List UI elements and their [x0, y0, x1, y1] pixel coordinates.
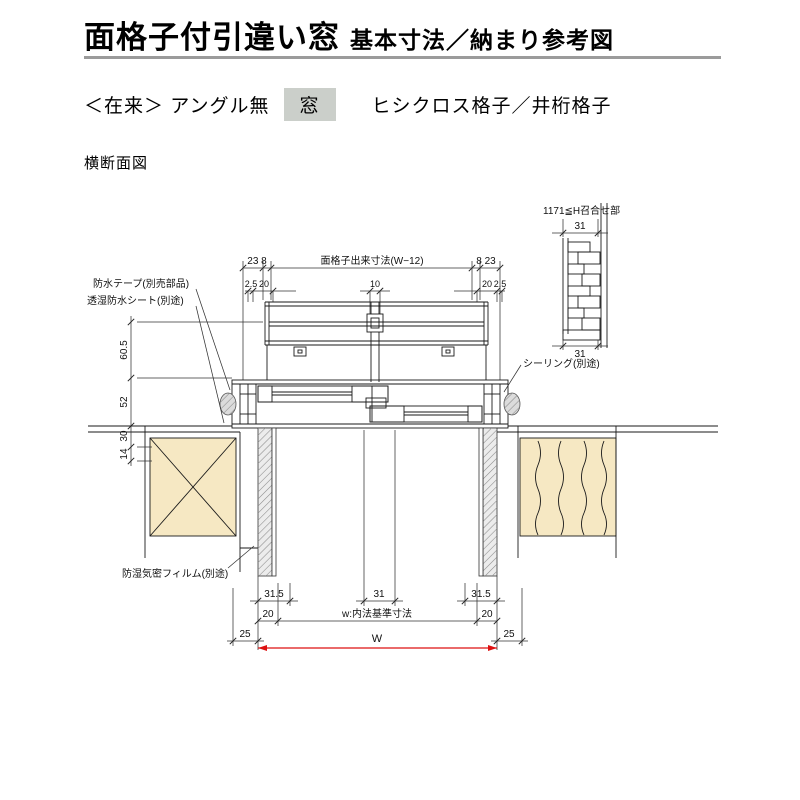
page-title-sub: 基本寸法／納まり参考図 [350, 27, 614, 53]
dim-14: 14 [119, 448, 130, 460]
dim-bottom-31-5-right: 31.5 [471, 589, 491, 600]
dim-bottom-20-left: 20 [262, 609, 274, 620]
dim-bottom-31-5-left: 31.5 [264, 589, 284, 600]
dim-width-w: W [372, 633, 383, 645]
dim-52: 52 [119, 396, 130, 408]
dim-center-10: 10 [370, 279, 380, 289]
dim-top-left-pair: 23 8 [247, 256, 267, 267]
dim-top-right-pair: 8 23 [476, 256, 496, 267]
dim-detail-31-bottom: 31 [574, 349, 586, 360]
face-grille-section [264, 301, 489, 382]
meeting-stile-detail-dimensions [552, 219, 608, 350]
dim-detail-31-top: 31 [574, 221, 586, 232]
spec-grille-type: ヒシクロス格子／井桁格子 [371, 96, 612, 117]
top-dimension-lines [239, 261, 506, 380]
sealing-backer-right [503, 392, 521, 416]
waterproof-tape-label: 防水テープ(別売部品) [93, 277, 189, 290]
breathable-sheet-label: 透湿防水シート(別途) [87, 294, 184, 307]
dim-left-2-5: 2.5 [245, 279, 258, 289]
title-underline [84, 56, 721, 59]
page-title-main: 面格子付引違い窓 [84, 20, 340, 55]
window-frame-section [231, 379, 509, 429]
left-wall-stud [149, 437, 237, 537]
dim-bottom-25-right: 25 [503, 629, 515, 640]
grille-width-label: 面格子出来寸法(W−12) [320, 254, 423, 267]
sealing-backer-left [219, 392, 237, 416]
right-wall-stud [519, 437, 617, 537]
dim-left-20: 20 [259, 279, 269, 289]
spec-window-badge: 窓 [283, 88, 336, 121]
dim-30: 30 [119, 430, 130, 442]
page-title: 面格子付引違い窓 基本寸法／納まり参考図 [84, 12, 614, 57]
callout-leaders [195, 288, 522, 569]
dim-bottom-31: 31 [373, 589, 385, 600]
dim-right-20: 20 [482, 279, 492, 289]
spec-row: ＜在来＞ アングル無 窓 ヒシクロス格子／井桁格子 [84, 88, 612, 121]
section-label: 横断面図 [84, 155, 149, 172]
sealing-label: シーリング(別途) [523, 357, 600, 370]
meeting-part-label: 1171≦H召合せ部 [543, 204, 620, 217]
airtight-film-label: 防湿気密フィルム(別途) [122, 567, 228, 580]
width-w-dimension [258, 645, 497, 651]
dim-right-2-5: 2.5 [494, 279, 507, 289]
dim-bottom-20-right: 20 [481, 609, 493, 620]
dim-bottom-25-left: 25 [239, 629, 251, 640]
meeting-stile-detail [562, 203, 608, 348]
bottom-dimension-lines [227, 430, 528, 650]
inner-width-label: w:内法基準寸法 [341, 607, 412, 620]
spec-construction-type: ＜在来＞ アングル無 [84, 96, 270, 117]
dim-60-5: 60.5 [119, 340, 130, 360]
jamb-trim-strips [257, 427, 498, 577]
wall-sections [88, 425, 718, 572]
